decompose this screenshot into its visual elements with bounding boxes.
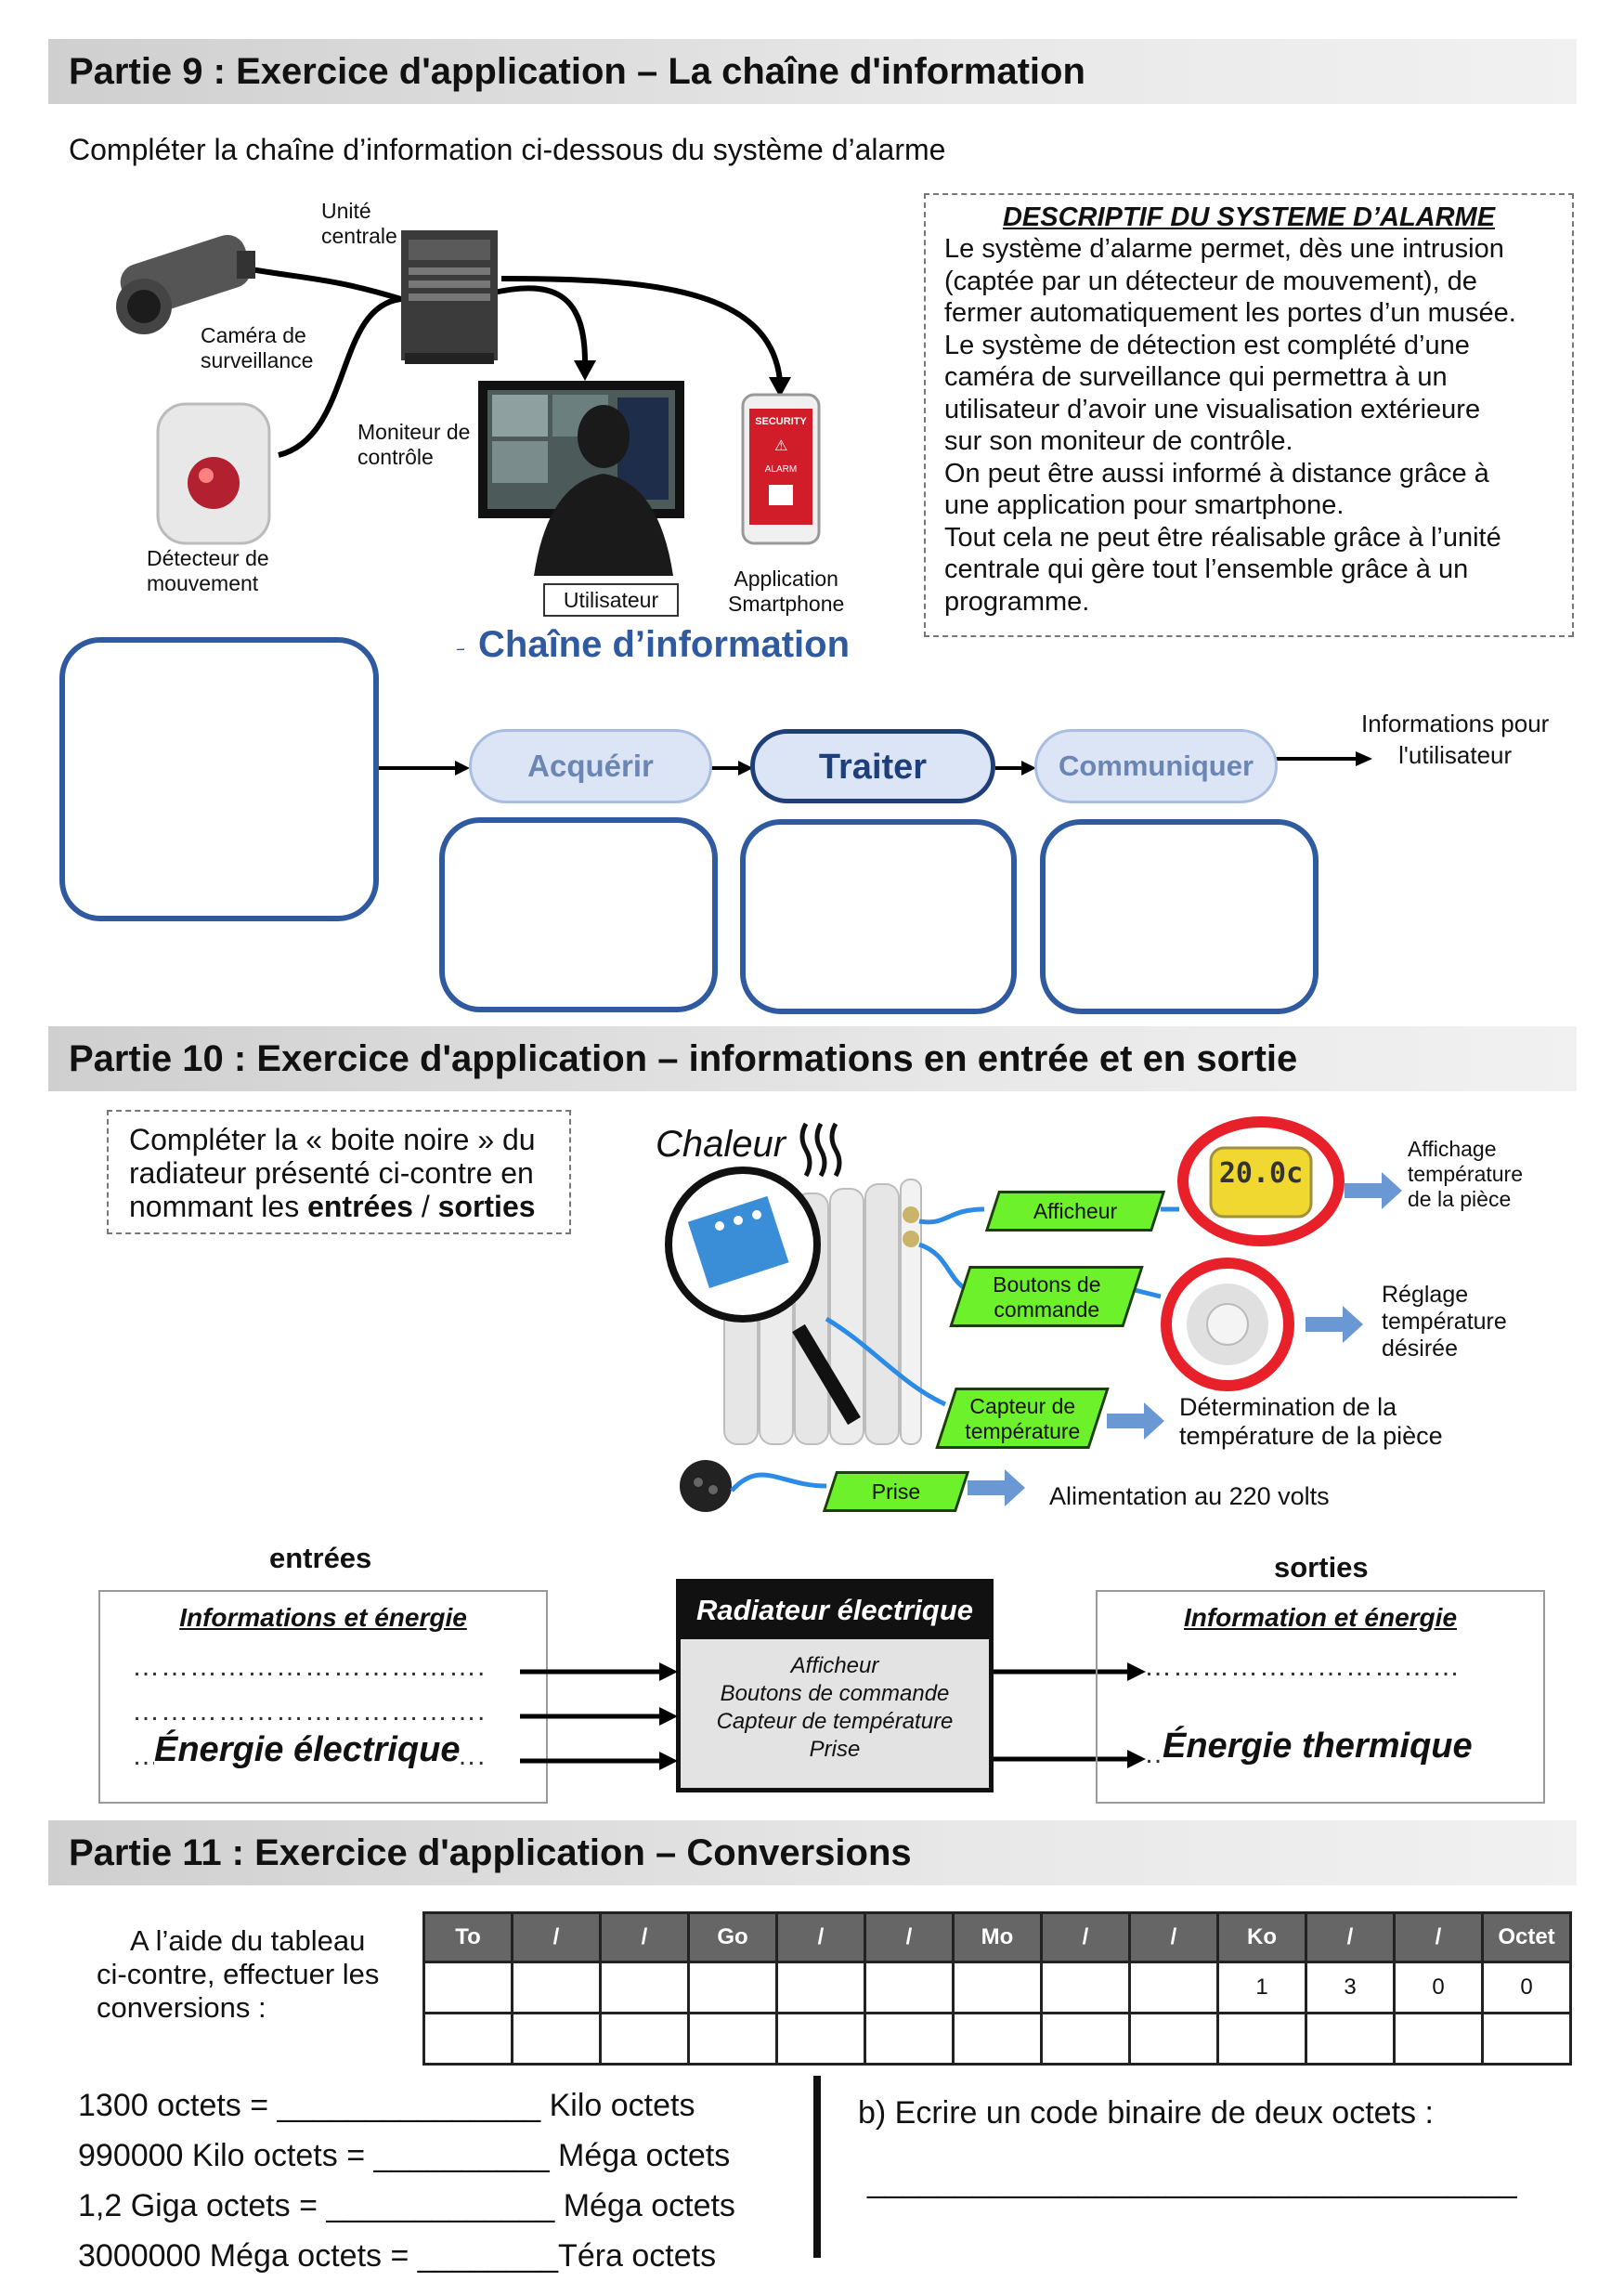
conversion-table: To / / Go / / Mo / / Ko / / Octet 1 3 0 … xyxy=(422,1911,1572,2066)
conversion-table-row xyxy=(422,2012,1572,2066)
binary-answer-line[interactable]: _____________________________________ xyxy=(867,2164,1517,2199)
magnifier-image xyxy=(665,1167,861,1426)
alarm-system-illustration xyxy=(116,230,821,650)
conversion-table-header: To / / Go / / Mo / / Ko / / Octet xyxy=(422,1911,1572,1963)
question-b: b) Ecrire un code binaire de deux octets… xyxy=(858,2095,1434,2131)
detector-image xyxy=(156,402,271,545)
thermostat-lcd: 20.0c xyxy=(1218,1157,1304,1190)
output-blank-1[interactable]: …………………………… xyxy=(1144,1651,1461,1682)
alarm-icon: ⚠ xyxy=(774,438,788,454)
conversion-line-3: 1,2 Giga octets = _____________ Méga oct… xyxy=(78,2188,735,2223)
conversion-blank-1[interactable]: _______________ xyxy=(277,2088,541,2123)
label-user: Utilisateur xyxy=(543,583,679,617)
tag-display: Afficheur xyxy=(984,1191,1166,1232)
part11-instruction: A l’aide du tableau ci-contre, effectuer… xyxy=(97,1924,380,2024)
answer-box-process[interactable] xyxy=(740,819,1017,1014)
conversion-line-1: 1300 octets = _______________ Kilo octet… xyxy=(78,2088,695,2123)
part9-instruction: Compléter la chaîne d’information ci-des… xyxy=(69,133,946,166)
inputs-box: Informations et énergie xyxy=(98,1590,548,1804)
part10-instruction: Compléter la « boite noire » du radiateu… xyxy=(107,1110,571,1234)
chain-arrows xyxy=(379,751,1372,776)
conversion-table-row: 1 3 0 0 xyxy=(422,1961,1572,2014)
black-box-arrows xyxy=(520,1662,1146,1770)
input-energy: Énergie électrique xyxy=(154,1729,461,1770)
system-items: Afficheur Boutons de commande Capteur de… xyxy=(716,1653,954,1762)
tag-plug: Prise xyxy=(822,1471,970,1512)
inputs-heading: entrées xyxy=(269,1542,372,1574)
vertical-divider xyxy=(813,2076,821,2258)
descriptif-text: Le système d’alarme permet, dès une intr… xyxy=(944,234,1516,617)
monitor-image xyxy=(478,381,684,576)
camera-image xyxy=(116,234,255,334)
input-blank-1[interactable]: ………………………………. xyxy=(132,1651,487,1682)
outputs-box: Information et énergie xyxy=(1096,1590,1545,1804)
conversion-exercises: 1300 octets = _______________ Kilo octet… xyxy=(78,2080,735,2281)
system-title: Radiateur électrique xyxy=(681,1584,989,1639)
descriptif-box: DESCRIPTIF DU SYSTEME D’ALARME Le systèm… xyxy=(924,193,1574,637)
control-knob-image xyxy=(1161,1258,1294,1391)
plug-image xyxy=(680,1460,732,1512)
chain-acquire: Acquérir xyxy=(469,729,712,803)
conversion-blank-3[interactable]: _____________ xyxy=(326,2188,555,2223)
descriptif-title: DESCRIPTIF DU SYSTEME D’ALARME xyxy=(1002,202,1496,232)
conversion-line-4: 3000000 Méga octets = ________Téra octet… xyxy=(78,2238,717,2274)
outputs-heading: sorties xyxy=(1274,1551,1369,1584)
smartphone-image xyxy=(741,393,821,545)
answer-box-acquire[interactable] xyxy=(439,817,718,1012)
part10-title: Partie 10 : Exercice d'application – inf… xyxy=(48,1026,1577,1091)
conversion-blank-2[interactable]: __________ xyxy=(373,2138,550,2173)
central-unit-image xyxy=(401,230,498,364)
chain-process: Traiter xyxy=(750,729,995,803)
thermostat-display-image xyxy=(1177,1116,1345,1246)
input-blank-2[interactable]: ………………………………. xyxy=(132,1696,487,1727)
answer-box-source[interactable] xyxy=(59,637,379,921)
system-box: Radiateur électrique Afficheur Boutons d… xyxy=(676,1579,994,1792)
radiator-illustration xyxy=(665,1116,1402,1512)
phone-alarm-text: ALARM xyxy=(764,464,798,475)
conversion-line-2: 990000 Kilo octets = __________ Méga oct… xyxy=(78,2138,731,2173)
part11-title: Partie 11 : Exercice d'application – Con… xyxy=(48,1820,1577,1885)
chain-title: Chaîne d’information xyxy=(469,624,859,666)
heat-label: Chaleur xyxy=(656,1124,786,1165)
answer-box-communicate[interactable] xyxy=(1040,819,1319,1014)
conversion-blank-4[interactable]: ________ xyxy=(417,2238,559,2274)
inputs-box-title: Informations et énergie xyxy=(179,1603,467,1632)
phone-security-text: SECURITY xyxy=(755,416,807,427)
note-plug: Alimentation au 220 volts xyxy=(1049,1482,1330,1510)
chain-communicate: Communiquer xyxy=(1034,729,1278,803)
output-energy: Énergie thermique xyxy=(1163,1726,1473,1766)
part9-title: Partie 9 : Exercice d'application – La c… xyxy=(48,39,1577,104)
outputs-box-title: Information et énergie xyxy=(1183,1603,1458,1632)
